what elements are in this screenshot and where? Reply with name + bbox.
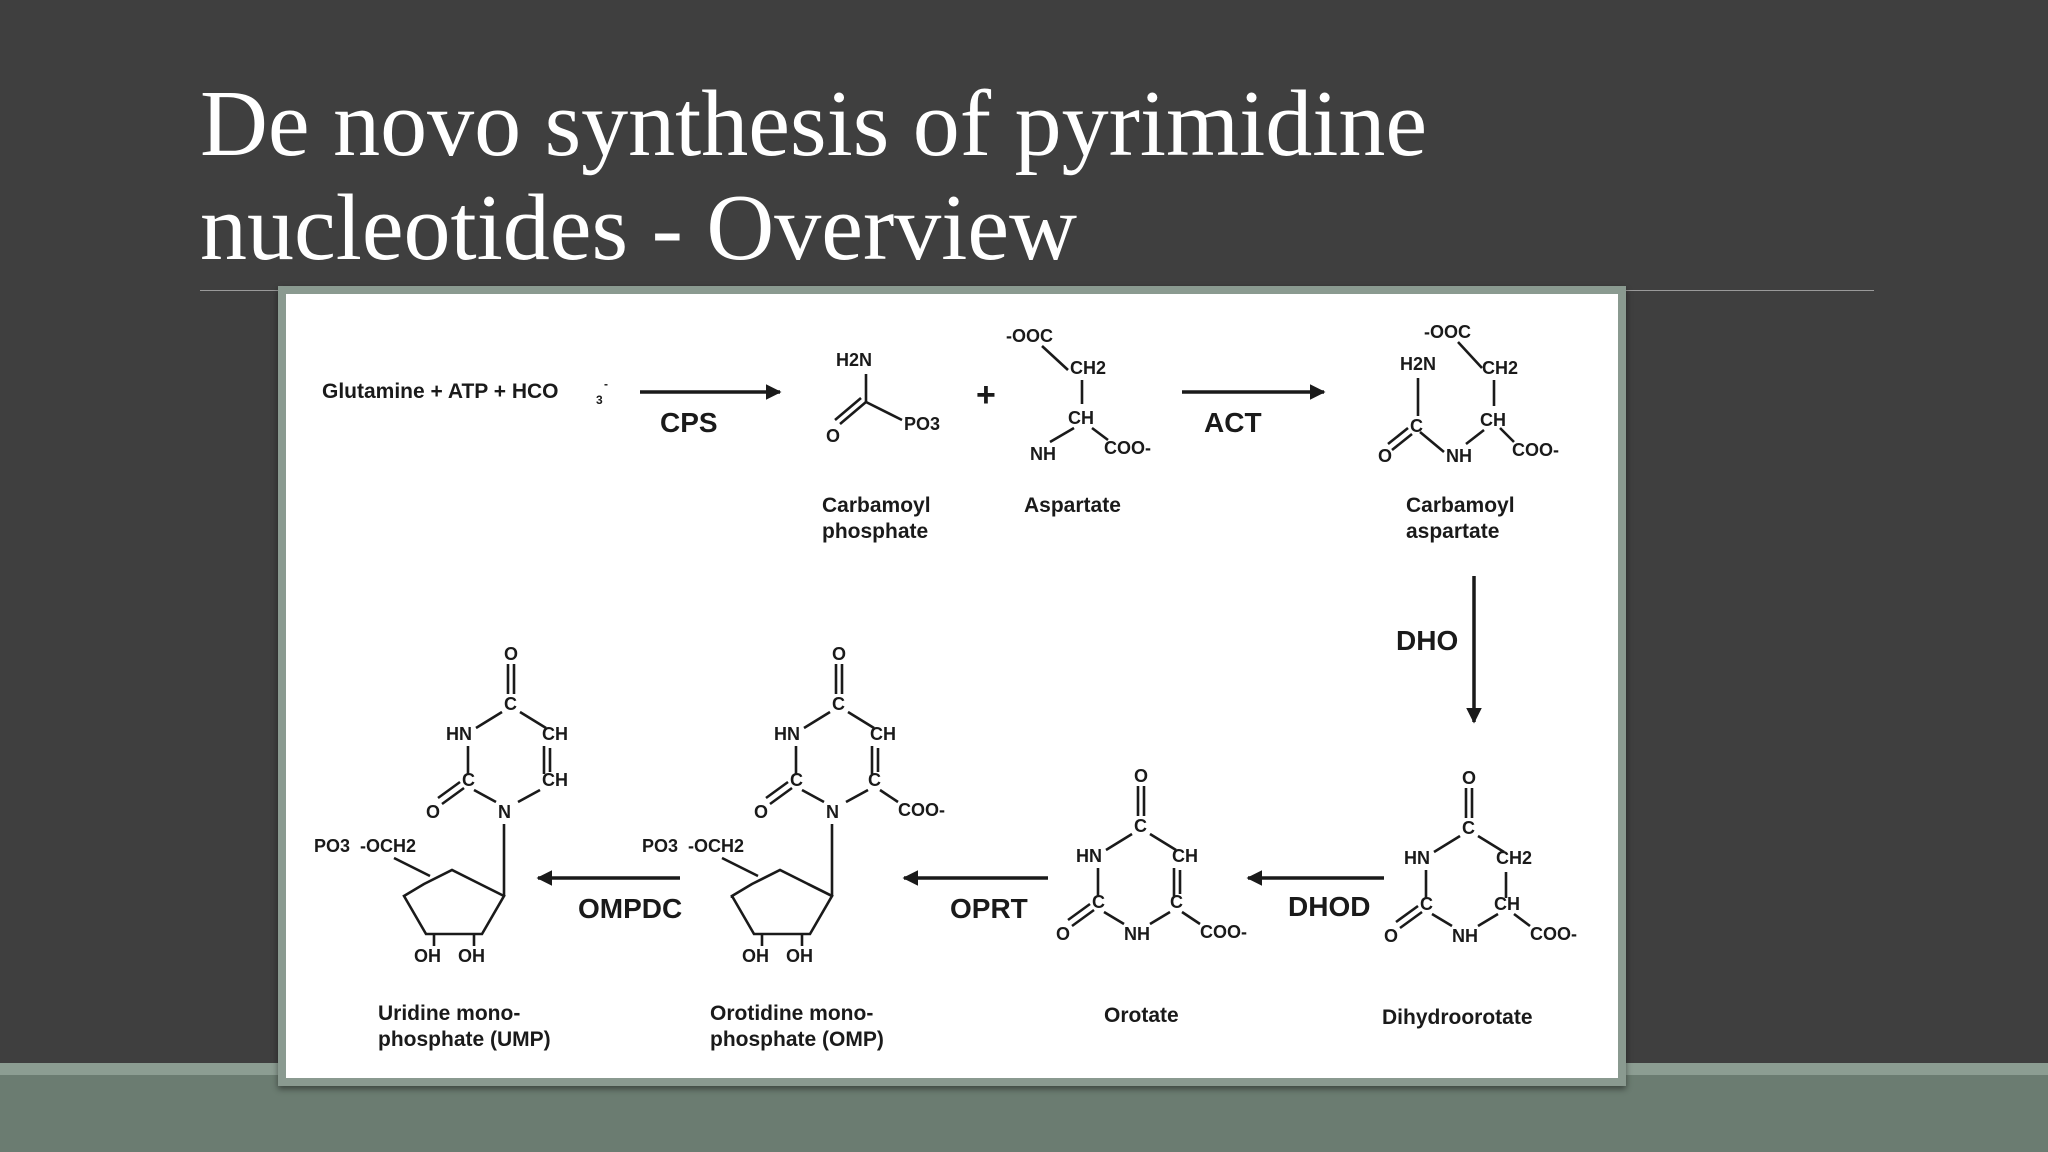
ump-c-top: C bbox=[504, 694, 517, 714]
ca-coo: COO- bbox=[1512, 440, 1559, 460]
ump-structure: O C HN CH C CH O N PO3 -OCH2 bbox=[314, 644, 568, 966]
dh-coo: COO- bbox=[1530, 924, 1577, 944]
carbamoyl-phosphate-structure: H2N O PO3 bbox=[826, 350, 940, 446]
ump-n: N bbox=[498, 802, 511, 822]
enzyme-ompdc: OMPDC bbox=[578, 893, 682, 924]
ump-ch-1: CH bbox=[542, 724, 568, 744]
ump-ch-2: CH bbox=[542, 770, 568, 790]
enzyme-oprt: OPRT bbox=[950, 893, 1028, 924]
label-dihydroorotate: Dihydroorotate bbox=[1382, 1006, 1533, 1029]
omp-c-right: C bbox=[868, 770, 881, 790]
ump-c-left: C bbox=[462, 770, 475, 790]
cp-po3: PO3 bbox=[904, 414, 940, 434]
label-ump-1: Uridine mono- bbox=[378, 1002, 520, 1025]
dh-nh: NH bbox=[1452, 926, 1478, 946]
plus-sign: + bbox=[976, 376, 996, 414]
or-ch: CH bbox=[1172, 846, 1198, 866]
asp-ch2: CH2 bbox=[1070, 358, 1106, 378]
or-coo: COO- bbox=[1200, 922, 1247, 942]
slide-title: De novo synthesis of pyrimidine nucleoti… bbox=[200, 72, 1427, 280]
asp-ooc: -OOC bbox=[1006, 326, 1053, 346]
omp-oh-2: OH bbox=[786, 946, 813, 966]
omp-o-top: O bbox=[832, 644, 846, 664]
omp-po3: PO3 bbox=[642, 836, 678, 856]
or-o-top: O bbox=[1134, 766, 1148, 786]
cp-h2n: H2N bbox=[836, 350, 872, 370]
asp-coo: COO- bbox=[1104, 438, 1151, 458]
diagram-frame: Glutamine + ATP + HCO 3 - CPS H2N O PO3 … bbox=[278, 286, 1626, 1086]
ca-ch2: CH2 bbox=[1482, 358, 1518, 378]
label-ump-2: phosphate (UMP) bbox=[378, 1028, 551, 1051]
dh-c-top: C bbox=[1462, 818, 1475, 838]
ca-h2n: H2N bbox=[1400, 354, 1436, 374]
ump-o-left: O bbox=[426, 802, 440, 822]
aspartate-structure: -OOC CH2 CH NH COO- bbox=[1006, 326, 1151, 464]
reactants-subscript: 3 bbox=[596, 393, 603, 407]
orotate-structure: O C HN CH C C O NH COO- bbox=[1056, 766, 1247, 944]
label-carbamoyl-aspartate-2: aspartate bbox=[1406, 520, 1499, 543]
omp-o-left: O bbox=[754, 802, 768, 822]
label-omp-2: phosphate (OMP) bbox=[710, 1028, 884, 1051]
pathway-diagram: Glutamine + ATP + HCO 3 - CPS H2N O PO3 … bbox=[314, 322, 1577, 1051]
cp-o: O bbox=[826, 426, 840, 446]
omp-structure: O C HN CH C C O N COO- PO3 -OCH2 bbox=[642, 644, 945, 966]
label-omp-1: Orotidine mono- bbox=[710, 1002, 873, 1025]
ump-och2: -OCH2 bbox=[360, 836, 416, 856]
dh-ch: CH bbox=[1494, 894, 1520, 914]
ump-po3: PO3 bbox=[314, 836, 350, 856]
dh-o-left: O bbox=[1384, 926, 1398, 946]
omp-coo: COO- bbox=[898, 800, 945, 820]
omp-och2: -OCH2 bbox=[688, 836, 744, 856]
ump-oh-1: OH bbox=[414, 946, 441, 966]
ca-ooc: -OOC bbox=[1424, 322, 1471, 342]
label-orotate: Orotate bbox=[1104, 1004, 1179, 1027]
reactants-charge: - bbox=[604, 377, 608, 391]
or-c-right: C bbox=[1170, 892, 1183, 912]
ump-oh-2: OH bbox=[458, 946, 485, 966]
omp-ch: CH bbox=[870, 724, 896, 744]
asp-ch: CH bbox=[1068, 408, 1094, 428]
dh-o-top: O bbox=[1462, 768, 1476, 788]
ca-o: O bbox=[1378, 446, 1392, 466]
reactants-label: Glutamine + ATP + HCO bbox=[322, 380, 559, 403]
or-c-left: C bbox=[1092, 892, 1105, 912]
enzyme-dho: DHO bbox=[1396, 625, 1458, 656]
ump-o-top: O bbox=[504, 644, 518, 664]
dihydroorotate-structure: O C HN CH2 C CH O NH COO- bbox=[1384, 768, 1577, 946]
omp-oh-1: OH bbox=[742, 946, 769, 966]
title-line-2: nucleotides - Overview bbox=[200, 176, 1078, 280]
or-hn: HN bbox=[1076, 846, 1102, 866]
omp-hn: HN bbox=[774, 724, 800, 744]
footer-band-dark bbox=[0, 1075, 2048, 1152]
ca-ch: CH bbox=[1480, 410, 1506, 430]
ump-hn: HN bbox=[446, 724, 472, 744]
title-line-1: De novo synthesis of pyrimidine bbox=[200, 72, 1428, 176]
dh-hn: HN bbox=[1404, 848, 1430, 868]
dh-ch2: CH2 bbox=[1496, 848, 1532, 868]
ca-nh: NH bbox=[1446, 446, 1472, 466]
omp-n: N bbox=[826, 802, 839, 822]
omp-c-left: C bbox=[790, 770, 803, 790]
or-nh: NH bbox=[1124, 924, 1150, 944]
or-c-top: C bbox=[1134, 816, 1147, 836]
enzyme-act: ACT bbox=[1204, 407, 1262, 438]
ca-c: C bbox=[1410, 416, 1423, 436]
label-carbamoyl-phosphate-1: Carbamoyl bbox=[822, 494, 931, 517]
enzyme-cps: CPS bbox=[660, 407, 718, 438]
dh-c-left: C bbox=[1420, 894, 1433, 914]
or-o-left: O bbox=[1056, 924, 1070, 944]
diagram-panel: Glutamine + ATP + HCO 3 - CPS H2N O PO3 … bbox=[286, 294, 1618, 1078]
omp-c-top: C bbox=[832, 694, 845, 714]
asp-nh: NH bbox=[1030, 444, 1056, 464]
enzyme-dhod: DHOD bbox=[1288, 891, 1370, 922]
label-aspartate: Aspartate bbox=[1024, 494, 1121, 517]
carbamoyl-aspartate-structure: -OOC CH2 CH COO- NH H2N C O bbox=[1378, 322, 1559, 466]
label-carbamoyl-phosphate-2: phosphate bbox=[822, 520, 928, 543]
label-carbamoyl-aspartate-1: Carbamoyl bbox=[1406, 494, 1515, 517]
